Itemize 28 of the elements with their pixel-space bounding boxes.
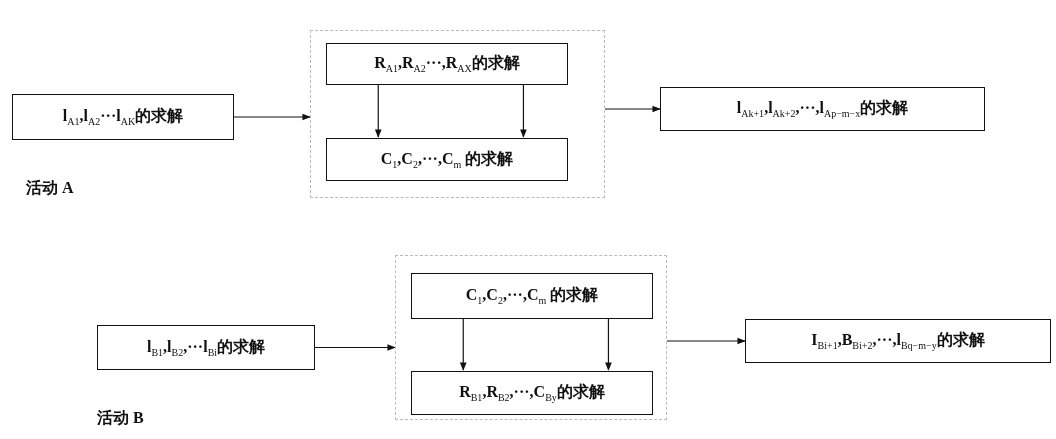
arrow xyxy=(666,337,746,345)
process-box xyxy=(12,94,234,140)
process-box xyxy=(326,138,568,181)
box-label: R$_{B1}$,R$_{B2}$,···,C$_{By}$的求解 xyxy=(459,382,605,404)
box-label: R$_{A1}$,R$_{A2}$···,R$_{AX}$的求解 xyxy=(374,53,520,75)
arrow xyxy=(374,83,382,138)
box-label: l$_{B1}$,l$_{B2}$,···l$_{Bi}$的求解 xyxy=(146,336,266,359)
dashed-frame xyxy=(310,30,605,198)
process-box xyxy=(411,273,653,319)
process-box xyxy=(326,43,568,85)
box-label: C$_{1}$,C$_{2}$,···,C$_{m}$ 的求解 xyxy=(465,285,599,307)
arrow xyxy=(604,105,661,113)
arrow xyxy=(520,83,527,138)
box-label: l$_{A1}$,l$_{A2}$···l$_{AK}$的求解 xyxy=(62,106,184,128)
arrow xyxy=(459,317,467,371)
process-box xyxy=(411,371,653,415)
box-label: l$_{Ak+1}$,l$_{Ak+2}$,···,l$_{Ap−m−x}$的求解 xyxy=(736,98,909,120)
arrow xyxy=(314,344,396,351)
activity-label: 活动 B xyxy=(97,408,144,428)
process-box xyxy=(745,319,1051,363)
box-label: C$_{1}$,C$_{2}$,···,C$_{m}$ 的求解 xyxy=(380,148,514,171)
process-box xyxy=(97,325,315,370)
process-box xyxy=(660,87,985,131)
box-label: I$_{Bi+1}$,B$_{Bi+2}$,···,l$_{Bq−m−y}$的求解 xyxy=(811,330,985,352)
arrow xyxy=(605,317,612,371)
dashed-frame xyxy=(395,255,667,420)
arrow xyxy=(233,113,311,121)
activity-label: 活动 A xyxy=(26,178,74,198)
